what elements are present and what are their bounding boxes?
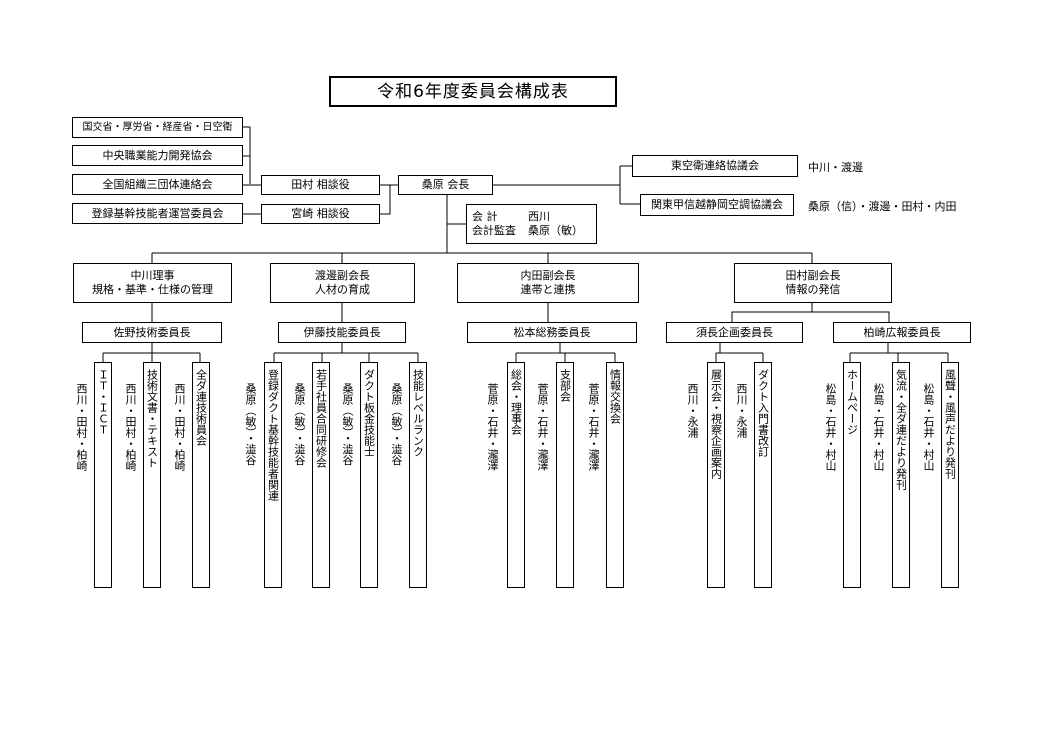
advisor-miyazaki: 宮崎 相談役 (261, 204, 380, 224)
accountant-label: 会 計 (472, 210, 498, 223)
task-skill-level[interactable]: 技能レベルランク (409, 362, 427, 588)
committee-technical: 佐野技術委員長 (82, 322, 222, 343)
members-duct-sheetmetal: 桑原（敏）・澁谷 (341, 383, 354, 466)
division-role: 情報の発信 (785, 283, 841, 296)
members-it: 西川・田村・柏崎 (75, 383, 88, 471)
connector-chairman-down (446, 194, 466, 253)
task-duct-intro[interactable]: ダクト入門書改訂 (754, 362, 772, 588)
external-ministries: 国交省・厚労省・経産省・日空衛 (72, 117, 243, 138)
division-nakagawa: 中川理事 規格・基準・仕様の管理 (73, 263, 232, 303)
connector-divisions-bus (151, 252, 813, 263)
members-general-meeting: 菅原・石井・瀧澤 (486, 383, 499, 471)
division-watanabe: 渡邊副会長 人材の育成 (270, 263, 415, 303)
connector-advisors (380, 184, 398, 215)
auditor-name: 桑原（敏） (528, 224, 583, 237)
connector-com4 (715, 343, 764, 362)
task-fusei[interactable]: 風聲・風声だより発刊 (941, 362, 959, 588)
committee-planning: 須長企画委員長 (666, 322, 803, 343)
members-fusei: 松島・石井・村山 (922, 383, 935, 471)
auditor-label: 会計監査 (472, 224, 516, 237)
division-head: 中川理事 (130, 269, 175, 282)
task-general-meeting[interactable]: 総会・理事会 (507, 362, 525, 588)
division-head: 渡邊副会長 (315, 269, 370, 282)
connector-div4 (731, 303, 890, 322)
task-duct-sheetmetal[interactable]: ダクト板金技能士 (360, 362, 378, 588)
division-uchida: 内田副会長 連帯と連携 (457, 263, 639, 303)
connector-com2 (273, 343, 419, 362)
connector-external-left (243, 126, 261, 215)
audit-box: 会 計 西川 会計監査桑原（敏） (466, 204, 597, 244)
committee-skills: 伊藤技能委員長 (278, 322, 406, 343)
members-skill-level: 桑原（敏）・澁谷 (390, 383, 403, 466)
members-exhibition: 西川・永浦 (686, 383, 699, 438)
task-young-training[interactable]: 若手社員合同研修会 (312, 362, 330, 588)
division-role: 規格・基準・仕様の管理 (92, 283, 213, 296)
members-registered-duct: 桑原（敏）・澁谷 (244, 383, 257, 466)
division-head: 田村副会長 (785, 269, 841, 282)
external-javeda: 中央職業能力開発協会 (72, 145, 243, 166)
connector-external-right (493, 165, 640, 205)
members-info-exchange: 菅原・石井・瀧澤 (587, 383, 600, 471)
connector-com3 (515, 343, 616, 362)
task-info-exchange[interactable]: 情報交換会 (606, 362, 624, 588)
division-role: 人材の育成 (315, 283, 370, 296)
members-branch-meeting: 菅原・石井・瀧澤 (536, 383, 549, 471)
external-kanto-council: 関東甲信越静岡空調協議会 (640, 194, 794, 216)
members-tech-docs: 西川・田村・柏崎 (124, 383, 137, 471)
task-exhibition[interactable]: 展示会・視察企画案内 (707, 362, 725, 588)
members-young-training: 桑原（敏）・澁谷 (293, 383, 306, 466)
external-registered-skill: 登録基幹技能者運営委員会 (72, 203, 243, 224)
task-homepage[interactable]: ホームページ (843, 362, 861, 588)
members-zendaren-tech: 西川・田村・柏崎 (173, 383, 186, 471)
accountant-name: 西川 (528, 210, 550, 223)
advisor-tamura: 田村 相談役 (261, 175, 380, 195)
members-duct-intro: 西川・永浦 (735, 383, 748, 438)
external-tokyo-council: 東空衛連絡協議会 (632, 155, 798, 177)
division-role: 連帯と連携 (520, 283, 576, 296)
connector-com1 (102, 343, 201, 362)
task-it-ict[interactable]: ＩＴ・ＩＣＴ (94, 362, 112, 588)
chart-title: 令和6年度委員会構成表 (329, 76, 617, 107)
members-homepage: 松島・石井・村山 (824, 383, 837, 471)
committee-pr: 柏崎広報委員長 (833, 322, 971, 343)
task-tech-docs[interactable]: 技術文書・テキスト (143, 362, 161, 588)
division-tamura: 田村副会長 情報の発信 (734, 263, 892, 303)
chairman-box: 桑原 会長 (398, 175, 493, 195)
members-kiryu: 松島・石井・村山 (872, 383, 885, 471)
external-three-org: 全国組織三団体連絡会 (72, 174, 243, 195)
external-kanto-members: 桑原（信）・渡邊・田村・内田 (808, 200, 957, 213)
task-branch-meeting[interactable]: 支部会 (556, 362, 574, 588)
division-head: 内田副会長 (520, 269, 576, 282)
task-registered-duct[interactable]: 登録ダクト基幹技能者関連 (264, 362, 282, 588)
task-zendaren-tech[interactable]: 全ダ連技術員会 (192, 362, 210, 588)
committee-general-affairs: 松本総務委員長 (467, 322, 637, 343)
task-kiryu[interactable]: 気流・全ダ連だより発刊 (892, 362, 910, 588)
connector-com5 (849, 343, 949, 362)
external-tokyo-members: 中川・渡邊 (808, 161, 863, 174)
